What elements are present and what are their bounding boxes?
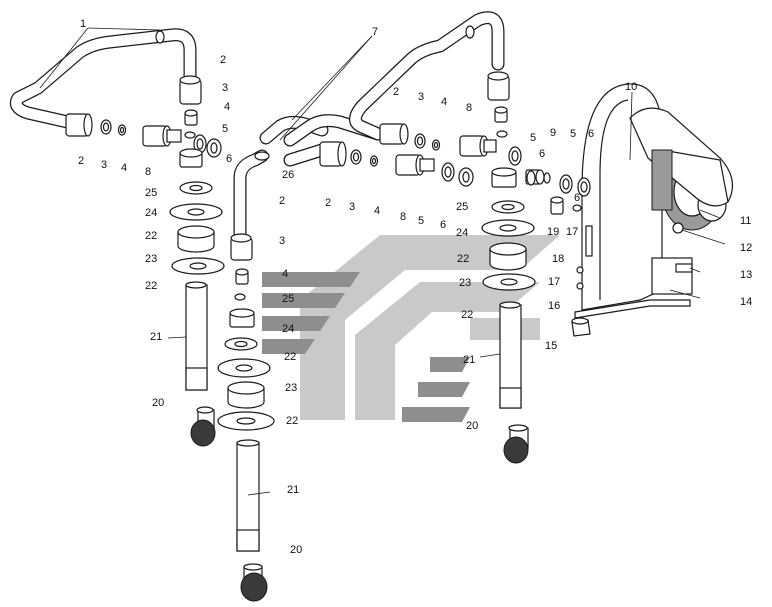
label: 22 bbox=[461, 309, 473, 321]
label: 2 bbox=[393, 86, 399, 98]
label: 3 bbox=[418, 91, 424, 103]
label: 19 bbox=[547, 226, 559, 238]
label: 2 bbox=[220, 54, 226, 66]
label: 17 bbox=[566, 226, 578, 238]
label: 26 bbox=[282, 169, 294, 181]
label: 12 bbox=[740, 242, 752, 254]
label: 13 bbox=[740, 269, 752, 281]
label: 20 bbox=[152, 397, 164, 409]
label: 22 bbox=[145, 230, 157, 242]
pipe1-left-fittings bbox=[65, 113, 127, 137]
label: 21 bbox=[463, 354, 475, 366]
label: 24 bbox=[456, 227, 468, 239]
heater-unit bbox=[550, 83, 734, 337]
label: 5 bbox=[222, 123, 228, 135]
label: 23 bbox=[459, 277, 471, 289]
callout-labels: 1 2 3 4 5 6 8 25 24 22 23 22 21 20 2 3 4… bbox=[78, 18, 752, 556]
label: 4 bbox=[224, 101, 230, 113]
label: 7 bbox=[372, 26, 378, 38]
label: 5 bbox=[418, 215, 424, 227]
label: 6 bbox=[588, 128, 594, 140]
left-mount-stack bbox=[169, 181, 225, 447]
label: 20 bbox=[290, 544, 302, 556]
label: 21 bbox=[287, 484, 299, 496]
label: 5 bbox=[530, 132, 536, 144]
label: 2 bbox=[325, 197, 331, 209]
label: 5 bbox=[570, 128, 576, 140]
label: 18 bbox=[552, 253, 564, 265]
label: 17 bbox=[548, 276, 560, 288]
label: 3 bbox=[222, 82, 228, 94]
label: 8 bbox=[466, 102, 472, 114]
pipe-26 bbox=[233, 114, 385, 241]
label: 25 bbox=[145, 187, 157, 199]
label: 23 bbox=[145, 253, 157, 265]
label: 6 bbox=[440, 219, 446, 231]
label: 16 bbox=[548, 300, 560, 312]
label: 11 bbox=[740, 215, 751, 227]
label: 25 bbox=[456, 201, 468, 213]
label: 24 bbox=[282, 323, 294, 335]
label: 22 bbox=[286, 415, 298, 427]
label: 6 bbox=[539, 148, 545, 160]
label: 15 bbox=[545, 340, 557, 352]
label: 3 bbox=[279, 235, 285, 247]
label: 3 bbox=[349, 201, 355, 213]
label: 10 bbox=[625, 81, 637, 93]
label: 8 bbox=[400, 211, 406, 223]
label: 2 bbox=[78, 155, 84, 167]
label: 22 bbox=[284, 351, 296, 363]
label: 23 bbox=[285, 382, 297, 394]
label: 20 bbox=[466, 420, 478, 432]
pipe-1 bbox=[9, 28, 197, 130]
label: 6 bbox=[226, 153, 232, 165]
label: 25 bbox=[282, 293, 294, 305]
label: 9 bbox=[550, 127, 556, 139]
label: 21 bbox=[150, 331, 162, 343]
pipe7-vertical-fittings bbox=[487, 71, 551, 188]
label: 24 bbox=[145, 207, 157, 219]
label: 1 bbox=[80, 18, 86, 30]
label: 3 bbox=[101, 159, 107, 171]
label: 14 bbox=[740, 296, 752, 308]
label: 8 bbox=[145, 166, 151, 178]
label: 4 bbox=[121, 162, 127, 174]
pipe7-middle-fittings bbox=[319, 123, 497, 187]
label: 22 bbox=[457, 253, 469, 265]
middle-mount-stack bbox=[217, 233, 275, 602]
label: 6 bbox=[574, 192, 580, 204]
label: 4 bbox=[374, 205, 380, 217]
label: 22 bbox=[145, 280, 157, 292]
label: 4 bbox=[441, 96, 447, 108]
label: 4 bbox=[282, 268, 288, 280]
pipe1-vertical-fittings bbox=[142, 75, 222, 168]
watermark-logo bbox=[262, 235, 560, 422]
leader-lines bbox=[39, 27, 726, 496]
pipe-7 bbox=[283, 11, 505, 167]
label: 2 bbox=[279, 195, 285, 207]
right-mount-stack bbox=[481, 200, 536, 464]
